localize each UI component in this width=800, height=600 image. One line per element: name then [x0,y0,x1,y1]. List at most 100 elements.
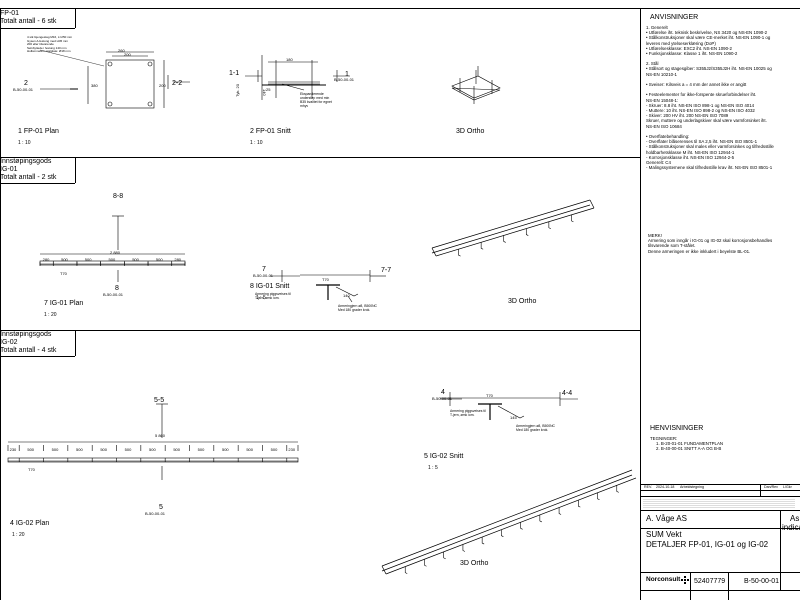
fp01-plan-drawing [39,49,190,109]
segment-dimension: 500 [76,447,83,452]
segment-dimension: 500 [270,447,278,452]
ig01-plan-drawing [39,215,186,282]
section-line: Totalt antall - 4 stk [0,347,57,354]
section-label-box [75,330,76,356]
segment-dimension: 500 [84,257,92,262]
section-marker-ref: B-50-00-01 [145,511,166,516]
titleblock-row [640,510,800,511]
dimension-label: 25 [266,87,271,92]
anchor-stud [404,566,408,574]
segment-dimension: 280 [174,257,182,262]
section-marker-ref: B-50-00-01 [432,396,453,401]
anv-line: NS-EN ISO 10684 [646,123,682,129]
view-title: 7 IG-01 Plan [44,300,84,307]
note-line: Med 180 grader krok. [516,428,549,432]
dimension-label: 140 [343,293,350,298]
fp01-snitt-drawing [245,55,350,100]
dimension-label: 200 [159,83,166,88]
merk-line: Armering som inngår i IG-01 og IG-02 ska… [648,238,773,244]
section-marker-label: 7-7 [381,267,392,274]
merk-line: Denne armeringen er ikke inkludert i bey… [648,248,751,254]
view-scale: 1 : 5 [256,295,266,301]
segment-dimension: 230 [9,447,17,452]
anv-line: Generelt: C4 [646,160,671,166]
dimension-label: 200 [124,52,131,57]
anv-line: - Skiver: 200 HV iht. 200 NS-EN ISO 7089 [646,113,729,119]
titleblock-row [640,528,800,529]
section-marker-number: 7 [262,266,266,273]
segment-dimension: 500 [132,257,139,262]
tb-drawing-no: B-50-00-01 [744,578,780,585]
anchor-stud [462,544,466,552]
anchor-stud [480,242,484,250]
anv-line: • Sveiser: Kilsveis a = 4 mm der annet i… [646,82,747,88]
titleblock-col [780,510,781,590]
ig02-plan-drawing [7,403,299,480]
ig02-anchor-note: Armeringjern ø8, B500NC Med 180 grader k… [516,424,555,432]
sheet-border-top [0,8,800,9]
segment-dimension: 280 [42,257,50,262]
anv-line: NS-EN 10210-1 [646,71,677,77]
anv-line: - Overflater blåserenses til SA 2,5 iht.… [646,139,758,145]
note-line: T-jern, ømk iom. [450,413,475,417]
section-marker-label: 8-8 [113,193,124,200]
tb-col-a: Dan/Rev [764,485,778,489]
segment-dimension: 500 [61,257,68,262]
anv-line: - Muttere: 10 iht. NS-EN ISO 898-2 og NS… [646,108,755,114]
note-line: 4 stk Gjengestag M16, L=250 mm [27,35,73,39]
segment-dimension: 500 [173,447,181,452]
anv-line: • Stålsort og stagesgiber: S355J2/S355J2… [646,66,772,72]
dimension-label: T70 [60,271,67,276]
henvisninger-list: TEGNINGER: 1. B-20-01-01 FUNDAMENTPLAN 2… [650,436,723,452]
section-line: Innstøpingsgods [0,158,52,165]
section-line: Innstøpingsgods [0,331,52,338]
anchor-stud [571,214,574,223]
segment-dimension: 500 [149,447,156,452]
anv-line: - Stålkonstruksjoner skal males eller va… [646,144,774,150]
anchor-stud [539,514,542,523]
view-title: 3D Ortho [508,298,537,305]
anchor-stud [501,529,504,537]
section-marker-ref: B-50-00-01 [13,87,34,92]
anv-line: leveres med ytelseserklæring (DoP) [646,40,716,46]
section-divider-1 [0,157,640,158]
segment-dimension: 230 [288,447,296,452]
view-title: 2 FP-01 Snitt [250,128,291,135]
section-marker-ref: B-50-00-01 [334,77,355,82]
view-title: 3D Ortho [460,560,489,567]
tb-rev-desc: Arbeidstegning [680,485,704,489]
anchor-stud [520,522,523,530]
view-title: 8 IG-01 Snitt [250,283,290,290]
ig01-rebar-note: Armering piggsveises til T-jern, ømk iom… [255,292,291,300]
view-scale: 1 : 10 [18,140,31,146]
titleblock-top [640,484,800,485]
tb-project: SUM Vekt [646,530,682,539]
anchor-stud [481,537,485,545]
note-line: 200 eller tilsvarende [27,42,54,47]
ig01-snitt-drawing [270,270,386,303]
anv-line: Skruer, muttere og underlagskiver skal v… [646,118,767,124]
merk-line: MERK! [648,233,662,238]
henvisninger-title: HENVISNINGER [650,425,704,432]
section-divider-2 [0,330,640,331]
section-label-underline [0,183,75,184]
section-line: IG-01 [0,166,18,173]
anv-line: • Overflatebehandling: [646,134,690,140]
dimension-label: T70 [28,467,35,472]
segment-dimension: 500 [27,447,35,452]
segment-dimension: 500 [108,257,116,262]
section-marker-label: 1-1 [229,70,240,77]
dimension-label: 5 860 [155,433,166,438]
section-line: FP-01 [0,10,20,17]
view-scale: 1 : 20 [44,312,57,318]
section-marker-label: 5-5 [154,397,165,404]
section-label-fp01: FP-01 Totalt antall - 6 stk [0,10,56,26]
view-title: 1 FP-01 Plan [18,128,59,135]
anvisninger-title: ANVISNINGER [650,14,699,21]
anv-section-2: • Stålsort og stagesgiber: S355J2/S355J2… [646,66,798,170]
view-scale: 1 : 5 [428,465,438,471]
tb-client-short: As [790,514,800,523]
anv-line: - Malingssystemene skal tilfredsstille k… [646,165,773,171]
anv-line: • Utførelse iht. teknisk beskrivelse, NS… [646,30,768,36]
sheet-divider-right [640,8,641,600]
